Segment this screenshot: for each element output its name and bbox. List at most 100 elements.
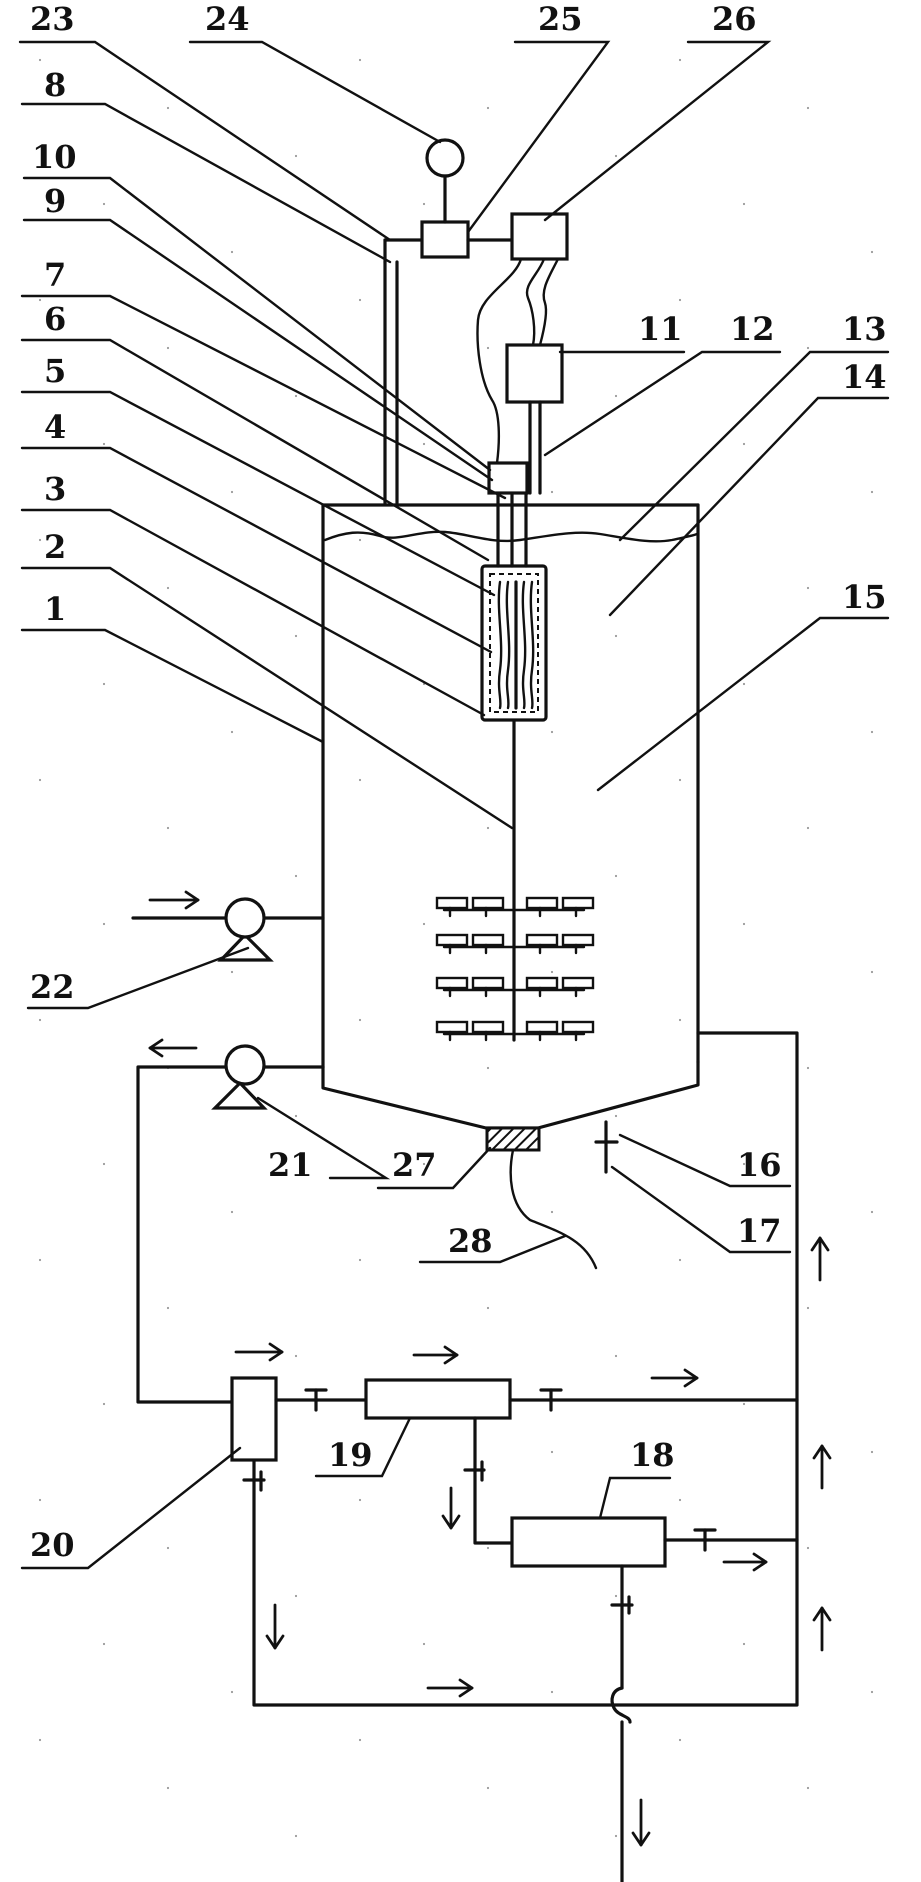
- scan-dot: [102, 1402, 106, 1406]
- label-14: 14: [842, 358, 887, 396]
- scan-dot: [102, 682, 106, 686]
- scan-dot: [166, 106, 170, 110]
- scan-dot: [678, 298, 682, 302]
- scan-dot: [166, 826, 170, 830]
- impeller-blade: [435, 1020, 469, 1034]
- scan-dot: [358, 538, 362, 542]
- scan-dot: [550, 1450, 554, 1454]
- scan-dot: [358, 58, 362, 62]
- impeller-blades: [435, 896, 595, 1042]
- scan-dot: [294, 634, 298, 638]
- scan-dot: [166, 586, 170, 590]
- scan-dot: [678, 58, 682, 62]
- label-8: 8: [44, 66, 66, 104]
- scan-dot: [870, 730, 874, 734]
- scan-dot: [742, 682, 746, 686]
- scan-dot: [486, 346, 490, 350]
- scan-dot: [806, 346, 810, 350]
- label-23: 23: [30, 0, 75, 38]
- scan-dot: [358, 1738, 362, 1742]
- scan-dot: [38, 58, 42, 62]
- impeller-blade: [525, 896, 559, 910]
- scan-dot: [870, 1450, 874, 1454]
- scan-dot: [870, 1210, 874, 1214]
- label-7: 7: [44, 256, 66, 294]
- bottom-filter-plate: [485, 1126, 541, 1152]
- scan-dot: [486, 1546, 490, 1550]
- impeller-blade: [471, 933, 505, 947]
- label-11: 11: [638, 310, 683, 348]
- label-21: 21: [268, 1146, 313, 1184]
- scan-dot: [294, 394, 298, 398]
- label-16: 16: [737, 1146, 782, 1184]
- label-5: 5: [44, 352, 66, 390]
- label-6: 6: [44, 300, 66, 338]
- scan-dot: [806, 1786, 810, 1790]
- scan-dot: [294, 1114, 298, 1118]
- scan-dot: [614, 874, 618, 878]
- impeller-blade: [561, 933, 595, 947]
- scan-dot: [38, 1738, 42, 1742]
- scan-dot: [230, 250, 234, 254]
- impeller-blade: [471, 976, 505, 990]
- scan-dot: [422, 1162, 426, 1166]
- scan-dot: [38, 538, 42, 542]
- scan-dot: [486, 106, 490, 110]
- scan-dot: [870, 250, 874, 254]
- scan-dot: [614, 1354, 618, 1358]
- impeller-blade: [435, 933, 469, 947]
- impeller-blade: [525, 1020, 559, 1034]
- scan-dot: [870, 490, 874, 494]
- scan-dot: [38, 1258, 42, 1262]
- scan-dot: [230, 970, 234, 974]
- scan-dot: [102, 922, 106, 926]
- scan-dot: [102, 202, 106, 206]
- label-26: 26: [712, 0, 757, 38]
- scan-dot: [166, 1546, 170, 1550]
- label-25: 25: [538, 0, 583, 38]
- label-13: 13: [842, 310, 887, 348]
- impeller-blade: [525, 976, 559, 990]
- label-22: 22: [30, 968, 75, 1006]
- scan-dot: [38, 1018, 42, 1022]
- scan-dot: [550, 1690, 554, 1694]
- scan-dot: [806, 1546, 810, 1550]
- scan-dot: [614, 1594, 618, 1598]
- scan-dot: [614, 394, 618, 398]
- top-instruments: [383, 138, 569, 505]
- scan-dot: [102, 1642, 106, 1646]
- label-3: 3: [44, 470, 66, 508]
- scan-dot: [678, 1498, 682, 1502]
- scan-dot: [102, 1162, 106, 1166]
- label-4: 4: [44, 408, 66, 446]
- label-20: 20: [30, 1526, 75, 1564]
- scan-dot: [614, 1114, 618, 1118]
- label-9: 9: [44, 182, 66, 220]
- scan-dot: [294, 1594, 298, 1598]
- scan-dot: [294, 1834, 298, 1838]
- scan-dot: [486, 826, 490, 830]
- part-labels: 23 24 25 26 8 10 9 7 11 12 13 6 5 14 4 3…: [30, 0, 887, 1564]
- label-1: 1: [44, 590, 66, 628]
- scan-dot: [422, 202, 426, 206]
- scan-dot: [742, 1402, 746, 1406]
- scan-dot: [358, 1018, 362, 1022]
- drain-hose: [509, 1148, 598, 1270]
- scan-dot: [870, 970, 874, 974]
- scan-dot: [806, 586, 810, 590]
- scan-dot: [358, 1498, 362, 1502]
- scan-dot: [678, 1738, 682, 1742]
- scan-dot: [358, 1258, 362, 1262]
- scan-dot: [742, 1642, 746, 1646]
- label-2: 2: [44, 528, 66, 566]
- impeller-blade: [471, 896, 505, 910]
- impeller-blade: [525, 933, 559, 947]
- leader-lines: [18, 40, 890, 1570]
- probe-connector: [487, 461, 529, 495]
- scan-dot: [294, 874, 298, 878]
- label-18: 18: [630, 1436, 675, 1474]
- scan-dot: [550, 490, 554, 494]
- impeller-blade: [561, 976, 595, 990]
- scan-dot: [166, 1306, 170, 1310]
